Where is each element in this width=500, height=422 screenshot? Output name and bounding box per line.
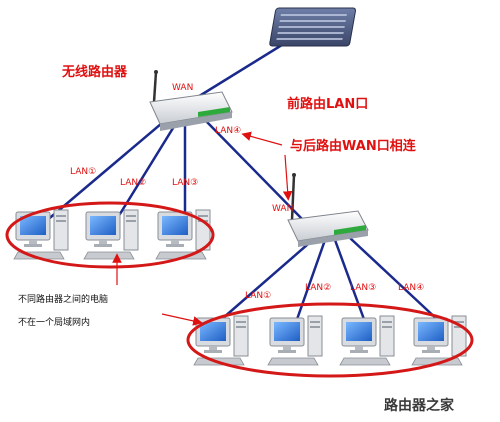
lan3-label-right: LAN③ (350, 283, 376, 293)
lan2-label-left: LAN② (120, 178, 146, 188)
annotation-back-router: 与后路由WAN口相连 (290, 138, 417, 154)
wan-label-mid: WAN (272, 204, 293, 214)
cable-modem-to-router1 (187, 38, 291, 105)
note-line-2: 不在一个局域网内 (18, 316, 90, 328)
watermark-text: 路由器之家 (384, 397, 455, 414)
lan4-label-right: LAN④ (398, 283, 424, 293)
cable-router2-to-pc7 (349, 237, 441, 323)
lan-ellipse-1 (5, 201, 215, 269)
cable-router2-to-pc5 (293, 239, 327, 326)
computer-3 (155, 209, 211, 260)
computer-2 (83, 209, 139, 260)
cable-router2-to-pc4 (214, 237, 316, 326)
cables (44, 38, 441, 326)
computer-6 (339, 315, 395, 366)
lan-ellipse-2 (186, 302, 474, 378)
computer-5 (267, 315, 323, 366)
pc-group-2 (193, 315, 467, 366)
wireless-router-1 (149, 70, 233, 131)
wireless-router-2 (287, 173, 369, 247)
router-1-title: 无线路由器 (61, 64, 128, 80)
modem-device (269, 7, 357, 47)
cable-router1-to-pc2 (113, 119, 180, 223)
lan1-label-right: LAN① (245, 291, 271, 301)
wan-label-top: WAN (172, 83, 193, 93)
annotation-front-router: 前路由LAN口 (287, 96, 368, 112)
lan4-label-top: LAN④ (215, 126, 241, 136)
pc-group-1 (13, 209, 211, 260)
port-labels: WAN LAN④ WAN LAN① LAN② LAN③ LAN① LAN② LA… (70, 83, 424, 301)
note-line-1: 不同路由器之间的电脑 (18, 293, 108, 305)
cable-router1-to-router2 (204, 119, 306, 223)
cable-router2-to-pc6 (333, 239, 367, 323)
annotation-arrows (112, 131, 293, 326)
watermark-logo: 路由器之家 (382, 393, 492, 414)
lan2-label-right: LAN② (305, 283, 331, 293)
lan1-label-left: LAN① (70, 167, 96, 177)
lan3-label-left: LAN③ (172, 178, 198, 188)
